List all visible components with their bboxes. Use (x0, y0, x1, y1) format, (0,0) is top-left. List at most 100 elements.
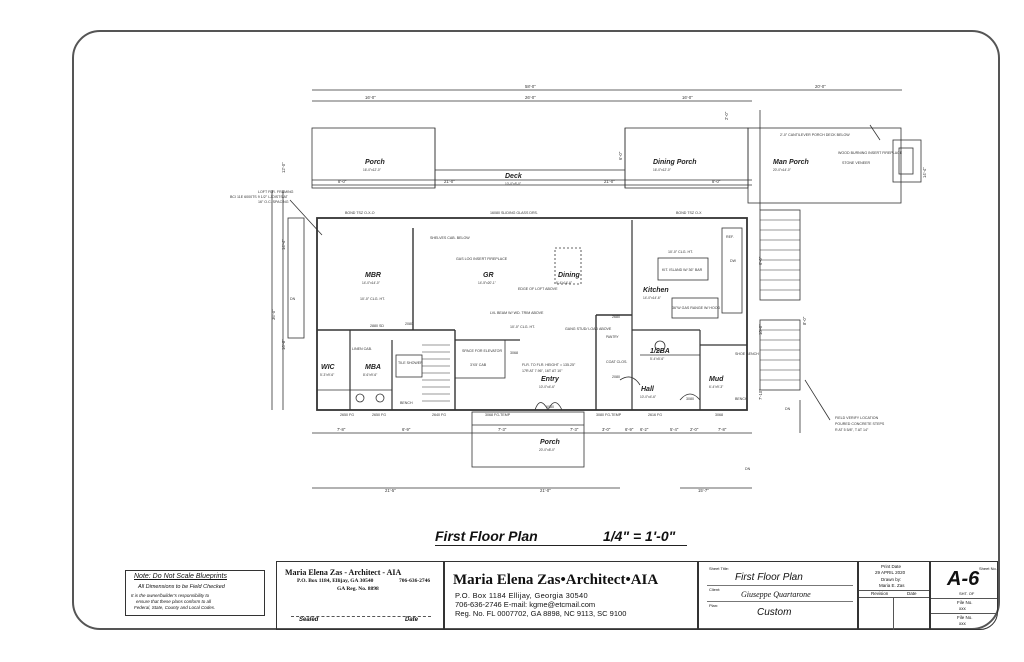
sheet-title-label: Sheet Title: (709, 566, 730, 571)
room-size-half-bath: 5'-4"x5'-6" (650, 357, 664, 361)
room-mbr: MBR (365, 272, 381, 279)
note-sliding-doors: 16080 SLIDING GLASS DRS. (490, 211, 538, 215)
seal-reg: GA Reg. No. 8898 (337, 586, 379, 592)
room-porch-bottom: Porch (540, 439, 560, 446)
note-door-2650: 2650 FG (340, 413, 354, 417)
client-label: Client: (709, 587, 721, 592)
revision-block: Print Date 29 APRIL 2020 Drawn by: Maria… (858, 561, 930, 630)
sheet-title-value: First Floor Plan (735, 572, 803, 583)
dim-bot-b: 6'-9" (402, 427, 411, 432)
note-ref: REF. (726, 235, 734, 239)
note-door-2680: 2680 (612, 315, 620, 319)
note-elevator: SPACE FOR ELEVATOR (462, 349, 502, 353)
room-hall: Hall (641, 386, 655, 393)
dim-left-c: 16'-8" (281, 339, 286, 350)
room-size-entry: 10'-0"x4'-6" (539, 385, 555, 389)
note-loft-framing: LOFT FLR. FRAMING (258, 190, 294, 194)
file-no-label: File No. (957, 600, 973, 605)
dim-right-e: 7'-10" (758, 389, 763, 400)
note-door-3080b: 3080 FG-TEMP (596, 413, 622, 417)
file-name-value: xxx (959, 621, 966, 626)
sealed-label: Sealed (299, 617, 319, 623)
note-door-2650b: 2650 FG (372, 413, 386, 417)
note-cab: 3'X5' CAB (470, 363, 487, 367)
firm-block: Maria Elena Zas•Architect•AIA P.O. Box 1… (444, 561, 698, 630)
dim-seg-2: 26'-0" (525, 95, 536, 100)
dim-bot-overall-b: 21'-0" (540, 488, 551, 493)
note-door-2880: 2880 SD (370, 324, 384, 328)
file-name-label: File No. (957, 615, 973, 620)
room-wic: WIC (321, 364, 336, 371)
dim-bot-d: 7'-3" (570, 427, 579, 432)
dim-porch-right: 20'-0" (815, 84, 826, 89)
note-door-2640: 2640 FG (432, 413, 446, 417)
firm-address: P.O. Box 1184 Ellijay, Georgia 30540 (455, 591, 588, 600)
room-entry: Entry (541, 376, 560, 383)
note-flr-height: FLR. TO FLR. HEIGHT = 135.25" (522, 363, 576, 367)
disclaimer-title: Note: Do Not Scale Blueprints (134, 573, 227, 580)
file-no-value: xxx (959, 606, 966, 611)
room-porch-top: Porch (365, 159, 385, 166)
note-dn-1: DN (785, 407, 791, 411)
room-gr: GR (483, 272, 494, 279)
note-door-6080: 6080 (546, 405, 554, 409)
note-kit-island: KIT. ISLAND W/ 36" BAR (662, 268, 703, 272)
firm-name: Maria Elena Zas•Architect•AIA (453, 572, 659, 588)
note-range: 36"W GAS RANGE W/ HOOD (672, 306, 721, 310)
seal-box: Maria Elena Zas - Architect - AIA P.O. B… (276, 561, 444, 630)
revision-date-label: Date (907, 591, 917, 596)
note-dn-2: DN (745, 467, 751, 471)
note-dn-3: DN (290, 297, 296, 301)
dim-seg-3: 16'-0" (682, 95, 693, 100)
note-coat: COAT CLOS. (606, 360, 627, 364)
dim-left-b: 14'-4" (281, 239, 286, 250)
room-pantry: PANTRY (606, 335, 620, 339)
room-deck: Deck (505, 173, 523, 180)
note-wood-burning: WOOD BURNING INSERT FIREPLACE (838, 151, 903, 155)
dim-right-g: 14'-4" (922, 167, 927, 178)
room-size-kitchen: 14'-0"x14'-6" (643, 296, 661, 300)
room-man-porch: Man Porch (773, 159, 809, 166)
note-poured-steps: POURED CONCRETE STEPS (835, 422, 885, 426)
dim-bot-a: 7'-8" (337, 427, 346, 432)
dim-left-overall: 36'-0" (271, 309, 276, 320)
dim-bot-e: 6'-9" (625, 427, 634, 432)
note-risers: 17R AT 7.96", 16T AT 10" (522, 369, 563, 373)
note-shoe: SHOE BENCH (735, 352, 759, 356)
room-mud: Mud (709, 376, 724, 383)
dim-deck-b: 21'-0" (444, 179, 455, 184)
sheet-number-block: Sheet No. A-6 SHT. OF File No. xxx File … (930, 561, 998, 630)
note-door-3068b: 3068 FG-TEMP (485, 413, 511, 417)
title-underline (435, 545, 687, 546)
print-date-label: Print Date (881, 564, 902, 569)
note-linen: LINEN CAB. (352, 347, 372, 351)
dim-right-a: 2'-0" (724, 111, 729, 120)
room-size-mbr: 14'-0"x14'-0" (362, 281, 380, 285)
seal-phone: 706-636-2746 (399, 578, 431, 584)
disclaimer-box: Note: Do Not Scale Blueprints All Dimens… (125, 570, 265, 616)
dim-seg-1: 16'-0" (365, 95, 376, 100)
dim-right-d: 10'-0" (758, 324, 763, 335)
note-shelves: SHELVES CAB. BELOW (430, 236, 470, 240)
dim-bot-c: 7'-3" (498, 427, 507, 432)
drawn-by-label: Drawn by: (881, 577, 902, 582)
dim-bot-i: 6'-2" (640, 427, 649, 432)
note-edge-loft: EDGE OF LOFT ABOVE (518, 287, 558, 291)
room-dining: Dining (558, 272, 580, 279)
note-loft-framing-3: 16" O.C. SPACING (258, 200, 289, 204)
note-dw: DW (730, 259, 737, 263)
room-size-deck: 10'-0"x5'-0" (505, 182, 521, 186)
sheet-of-label: SHT. OF (959, 591, 975, 596)
firm-registration: Reg. No. FL 0007702, GA 8898, NC 9113, S… (455, 609, 627, 618)
sheet-no-label: Sheet No. (979, 566, 997, 571)
note-cantilever: 2'-0" CANTILEVER PORCH DECK BELOW (780, 133, 850, 137)
note-mbr-clg: 10'-0" CLG. HT. (360, 297, 385, 301)
room-size-gr: 14'-5"x20'-1" (478, 281, 496, 285)
plan-title: First Floor Plan (435, 528, 538, 544)
plan-name-value: Custom (757, 607, 792, 618)
disclaimer-line-1: All Dimensions to be Field Checked (138, 584, 225, 590)
note-gang-stud: GANG STUD/ LOAD ABOVE (565, 327, 612, 331)
note-bond-left: BOND TSZ O-X-O (345, 211, 375, 215)
seal-date-label: Date (405, 617, 419, 623)
